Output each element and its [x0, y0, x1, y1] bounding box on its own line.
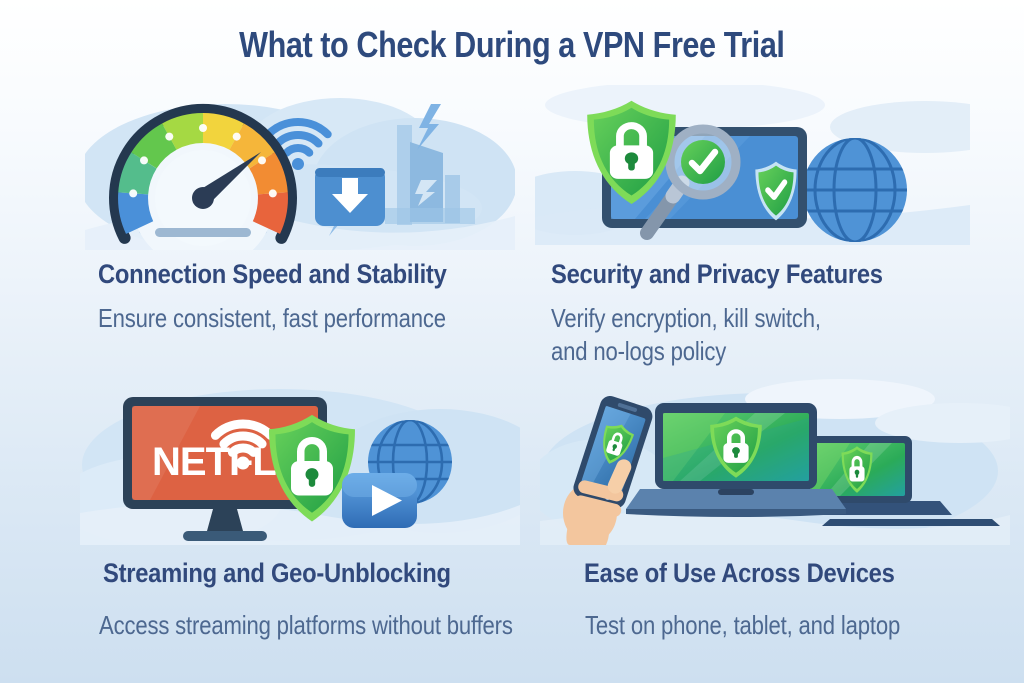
- page-title: What to Check During a VPN Free Trial: [239, 24, 785, 65]
- gauge-ticks: [129, 124, 277, 198]
- heading-security-privacy: Security and Privacy Features: [551, 259, 883, 289]
- tablet-shield-icon: [794, 436, 1000, 526]
- heading-streaming: Streaming and Geo-Unblocking: [103, 558, 451, 588]
- globe-icon: [803, 138, 907, 242]
- heading-ease-of-use: Ease of Use Across Devices: [584, 558, 895, 588]
- illustration-connection-speed: [85, 98, 515, 250]
- shield-lock-icon: [269, 414, 355, 522]
- magnifier-check-icon: [640, 124, 741, 240]
- phone-icon: [573, 395, 653, 509]
- shield-lock-icon: [710, 416, 762, 478]
- shield-check-icon: [755, 161, 797, 221]
- play-button-icon: [342, 473, 417, 528]
- shield-lock-icon: [603, 424, 635, 464]
- speedometer-icon: [109, 103, 297, 250]
- shield-lock-icon: [841, 446, 873, 493]
- illustration-devices: [540, 379, 1010, 545]
- subtitle-ease-of-use: Test on phone, tablet, and laptop: [585, 610, 901, 640]
- gauge-needle: [192, 152, 261, 209]
- wifi-icon: [210, 419, 276, 470]
- hand-holding-phone: [563, 395, 653, 545]
- subtitle-security-privacy-line2: and no-logs policy: [551, 336, 727, 366]
- laptop-shield-icon: [626, 403, 846, 517]
- subtitle-connection-speed: Ensure consistent, fast performance: [98, 303, 446, 333]
- subtitle-security-privacy-line1: Verify encryption, kill switch,: [551, 303, 821, 333]
- download-icon: [315, 168, 385, 226]
- city-buildings-icon: [385, 125, 475, 225]
- shield-lock-icon: [587, 100, 676, 205]
- subtitle-streaming: Access streaming platforms without buffe…: [99, 610, 513, 640]
- netflix-label: NETFL: [152, 440, 276, 484]
- wifi-icon: [264, 118, 332, 170]
- illustration-security-privacy: [535, 85, 970, 245]
- heading-connection-speed: Connection Speed and Stability: [98, 259, 447, 289]
- illustration-streaming: NETFL: [80, 389, 520, 545]
